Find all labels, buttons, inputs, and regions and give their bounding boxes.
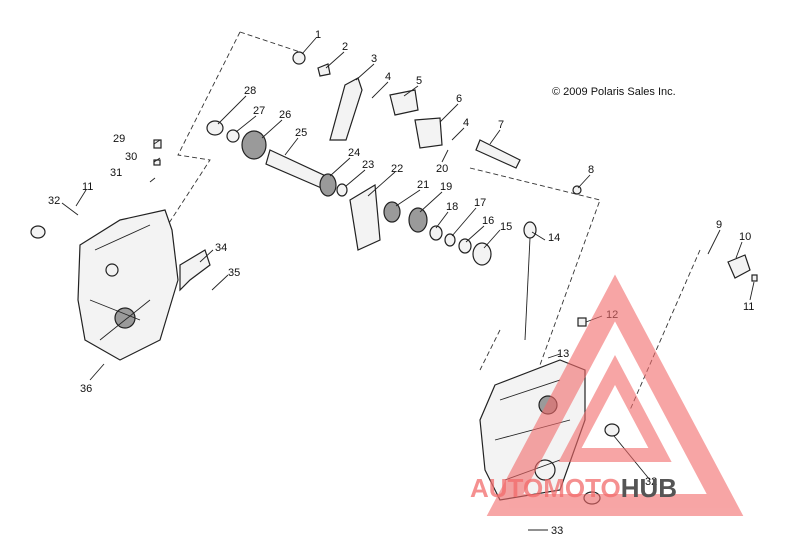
callout-26: 26 [279, 109, 291, 121]
callout-34: 34 [215, 242, 227, 254]
callout-32-left: 32 [48, 195, 60, 207]
callout-4b: 4 [463, 117, 469, 129]
callout-20: 20 [436, 163, 448, 175]
callout-2: 2 [342, 41, 348, 53]
callout-32-right: 32 [645, 476, 657, 488]
callout-3: 3 [371, 53, 377, 65]
callout-23: 23 [362, 159, 374, 171]
callout-18: 18 [446, 201, 458, 213]
callout-35: 35 [228, 267, 240, 279]
assembly-guide-lines [157, 31, 701, 411]
callout-14: 14 [548, 232, 560, 244]
callout-9: 9 [716, 219, 722, 231]
callout-1: 1 [315, 29, 321, 41]
watermark-word-accent: AUTOMOTO [470, 473, 621, 503]
callout-17: 17 [474, 197, 486, 209]
callout-6: 6 [456, 93, 462, 105]
left-gearcase-cover [77, 209, 179, 361]
callout-27: 27 [253, 105, 265, 117]
callout-28: 28 [244, 85, 256, 97]
watermark-triangle-outer [486, 274, 744, 516]
watermark [486, 274, 744, 516]
callout-4: 4 [385, 71, 391, 83]
drivetrain-parts [206, 51, 582, 341]
callout-31: 31 [110, 167, 122, 179]
callout-30: 30 [125, 151, 137, 163]
callout-25: 25 [295, 127, 307, 139]
watermark-text: AUTOMOTOHUB [470, 473, 677, 503]
callout-8: 8 [588, 164, 594, 176]
callout-10: 10 [739, 231, 751, 243]
callout-11-right: 11 [743, 301, 754, 313]
callout-5: 5 [416, 75, 422, 87]
callout-leaders [61, 37, 755, 531]
callout-13: 13 [557, 348, 569, 360]
callout-29: 29 [113, 133, 125, 145]
watermark-word-dark: HUB [621, 473, 677, 503]
watermark-triangle-inner [558, 355, 672, 462]
callout-16: 16 [482, 215, 494, 227]
callout-11-left: 11 [82, 181, 93, 193]
callout-21: 21 [417, 179, 429, 191]
copyright-notice: © 2009 Polaris Sales Inc. [552, 86, 676, 98]
callout-36: 36 [80, 383, 92, 395]
callout-19: 19 [440, 181, 452, 193]
callout-22: 22 [391, 163, 403, 175]
callout-33: 33 [551, 525, 563, 537]
callout-15: 15 [500, 221, 512, 233]
callout-7: 7 [498, 119, 504, 131]
callout-24: 24 [348, 147, 360, 159]
